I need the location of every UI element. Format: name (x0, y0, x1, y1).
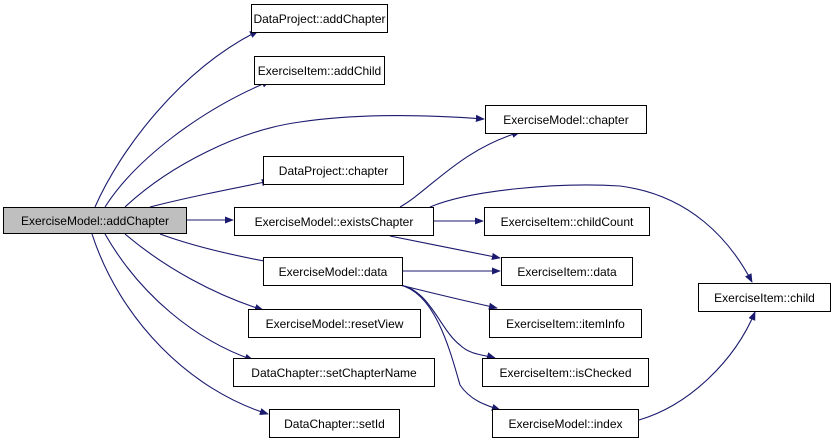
node-exercisemodel-chapter[interactable]: ExerciseModel::chapter (485, 105, 647, 134)
edge-root-to-dc-setChapterName (104, 233, 254, 361)
edge-root-to-dp-addChapter (94, 30, 259, 208)
edge-root-to-ei-addChild (104, 80, 271, 208)
node-exercisemodel-data[interactable]: ExerciseModel::data (263, 257, 403, 286)
edge-em-data-to-ei-isChecked (399, 284, 496, 360)
edge-root-to-dc-setId (91, 233, 269, 416)
node-exercisemodel-index[interactable]: ExerciseModel::index (492, 409, 639, 438)
node-exerciseitem-child[interactable]: ExerciseItem::child (698, 283, 831, 312)
node-exerciseitem-addchild[interactable]: ExerciseItem::addChild (254, 56, 385, 85)
edge-em-existsChapter-to-ei-child (429, 184, 753, 283)
node-exerciseitem-childcount[interactable]: ExerciseItem::childCount (484, 207, 650, 236)
node-datachapter-setchaptername[interactable]: DataChapter::setChapterName (233, 358, 435, 387)
node-exercisemodel-existschapter[interactable]: ExerciseModel::existsChapter (234, 207, 434, 236)
edge-root-to-em-data (159, 233, 276, 266)
node-exerciseitem-ischecked[interactable]: ExerciseItem::isChecked (482, 358, 649, 387)
node-dataproject-addchapter[interactable]: DataProject::addChapter (251, 4, 388, 33)
node-exerciseitem-data[interactable]: ExerciseItem::data (501, 257, 633, 286)
edge-em-existsChapter-to-em-chapter (399, 130, 521, 208)
edge-em-index-to-ei-child (638, 311, 756, 421)
edge-em-data-to-ei-itemInfo (399, 284, 498, 310)
edge-root-to-em-resetView (124, 233, 264, 312)
node-datachapter-setid[interactable]: DataChapter::setId (269, 409, 400, 438)
edge-em-data-to-em-index (399, 284, 501, 411)
node-exerciseitem-iteminfo[interactable]: ExerciseItem::itemInfo (489, 309, 642, 338)
edge-em-existsChapter-to-ei-data (389, 235, 501, 260)
edge-root-to-dp-chapter (149, 179, 271, 208)
node-root-exercisemodel-addchapter: ExerciseModel::addChapter (3, 207, 187, 234)
node-dataproject-chapter[interactable]: DataProject::chapter (263, 156, 404, 185)
edge-root-to-em-chapter (124, 114, 485, 208)
node-exercisemodel-resetview[interactable]: ExerciseModel::resetView (248, 309, 421, 338)
